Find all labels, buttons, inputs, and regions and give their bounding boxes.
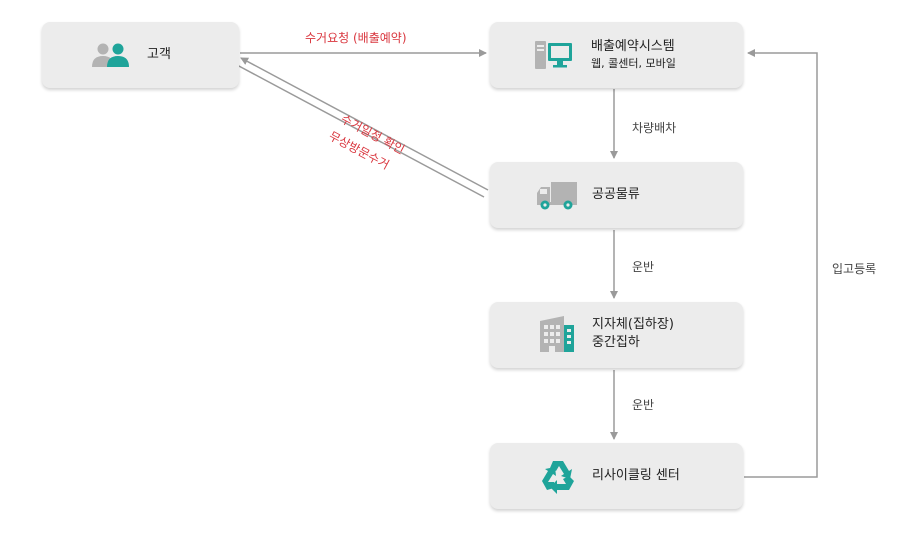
arrow-confirm (240, 57, 489, 191)
edge-label-register: 입고등록 (832, 262, 877, 276)
edge-label-transport-1: 운반 (632, 260, 655, 274)
customer-label: 고객 (147, 47, 171, 62)
node-recycling-center: 리사이클링 센터 (490, 443, 743, 509)
truck-icon (536, 181, 578, 215)
node-municipality: 지자체(집하장) 중간집하 (490, 302, 743, 368)
logistics-label: 공공물류 (592, 187, 640, 202)
arrow-free-pickup (236, 64, 485, 198)
booking-sub-label: 웹, 콜센터, 모바일 (591, 57, 676, 70)
municipality-label: 지자체(집하장) (592, 317, 674, 332)
edge-label-dispatch: 차량배차 (632, 121, 677, 135)
node-customer: 고객 (42, 22, 239, 88)
building-icon (538, 315, 576, 357)
booking-label: 배출예약시스템 (591, 39, 675, 54)
computer-icon (534, 39, 574, 75)
edge-label-transport-2: 운반 (632, 398, 655, 412)
node-booking-system: 배출예약시스템 웹, 콜센터, 모바일 (490, 22, 743, 88)
node-public-logistics: 공공물류 (490, 162, 743, 228)
municipality-label-2: 중간집하 (592, 335, 640, 350)
arrow-register (744, 49, 818, 478)
recycle-icon (539, 457, 577, 499)
edge-label-request: 수거요청 (배출예약) (305, 31, 407, 45)
people-icon (90, 42, 132, 72)
recycling-label: 리사이클링 센터 (592, 468, 680, 483)
